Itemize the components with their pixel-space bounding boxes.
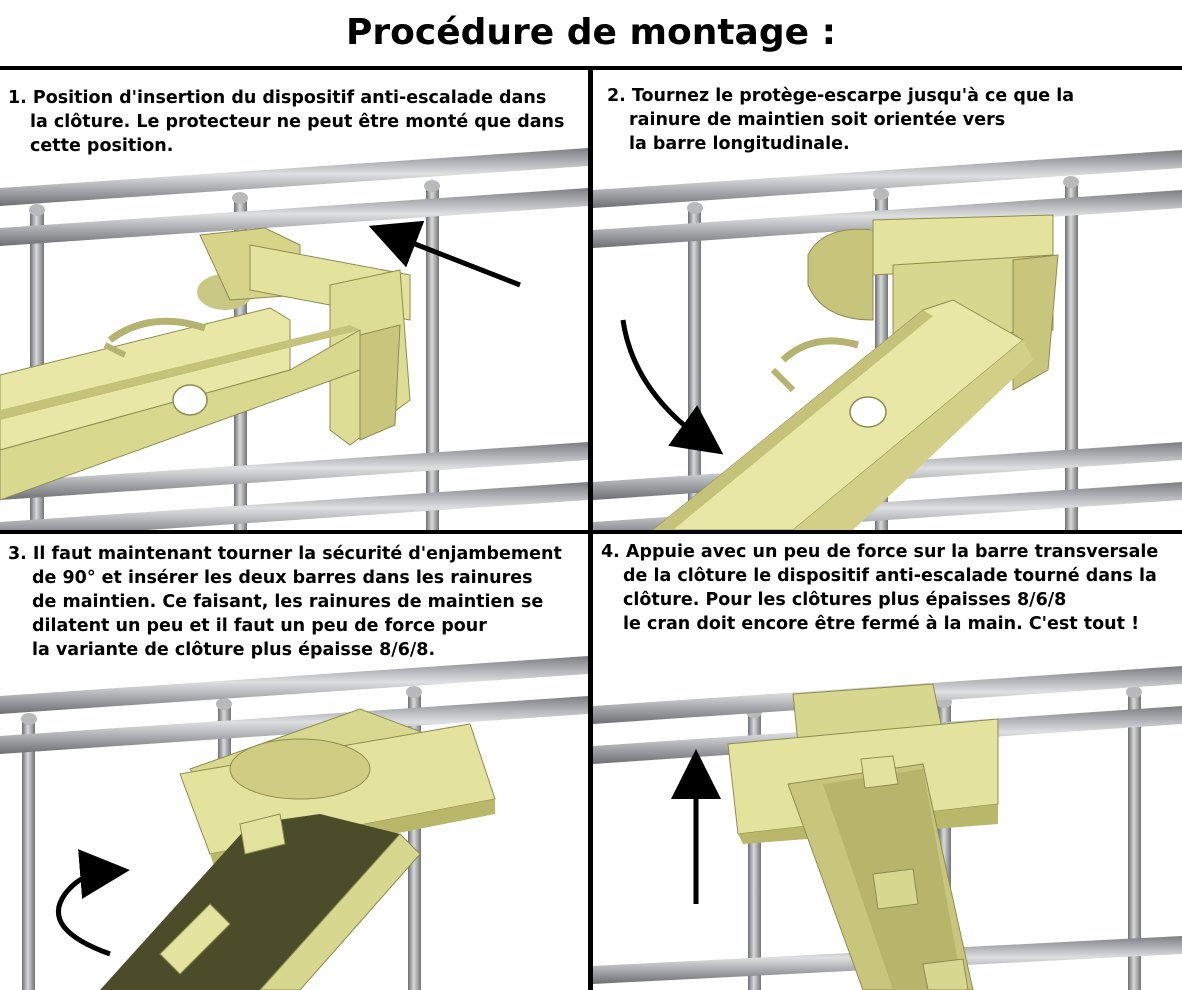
step-2-line-1: 2. Tournez le protège-escarpe jusqu'à ce… (607, 86, 1075, 106)
page-title: Procédure de montage : (346, 12, 836, 53)
step-1-text: 1. Position d'insertion du dispositif an… (8, 86, 564, 158)
step-3-illustration (0, 656, 588, 990)
step-3-line-1: 3. Il faut maintenant tourner la sécurit… (8, 544, 562, 564)
step-2-illustration (593, 150, 1182, 530)
step-4-illustration (593, 666, 1182, 990)
arrow-up-left (368, 220, 521, 288)
anti-climb-device (727, 683, 999, 990)
step-2-line-3: la barre longitudinale. (629, 134, 850, 154)
step-4-line-1: 4. Appuie avec un peu de force sur la ba… (601, 542, 1159, 562)
anti-climb-device (0, 227, 411, 501)
step-3-line-5: la variante de clôture plus épaisse 8/6/… (32, 640, 436, 660)
step-panel-1: 1. Position d'insertion du dispositif an… (0, 70, 588, 530)
step-panel-2: 2. Tournez le protège-escarpe jusqu'à ce… (593, 70, 1182, 530)
arrow-curved-down (620, 319, 724, 455)
step-1-line-2: la clôture. Le protecteur ne peut être m… (30, 112, 565, 132)
step-3-line-4: dilatent un peu et il faut un peu de for… (32, 616, 487, 636)
step-panel-3: 3. Il faut maintenant tourner la sécurit… (0, 534, 588, 990)
step-1-illustration (0, 148, 588, 530)
step-4-text: 4. Appuie avec un peu de force sur la ba… (601, 540, 1158, 636)
anti-climb-device (652, 214, 1059, 530)
step-3-line-2: de 90° et insérer les deux barres dans l… (32, 568, 533, 588)
step-2-line-2: rainure de maintien soit orientée vers (629, 110, 1006, 130)
frame-center-divider (588, 66, 593, 990)
step-1-line-1: 1. Position d'insertion du dispositif an… (8, 88, 547, 108)
step-1-line-3: cette position. (30, 136, 174, 156)
anti-climb-device (100, 708, 496, 990)
step-3-text: 3. Il faut maintenant tourner la sécurit… (8, 542, 562, 662)
step-2-text: 2. Tournez le protège-escarpe jusqu'à ce… (607, 84, 1074, 156)
step-4-line-4: le cran doit encore être fermé à la main… (623, 614, 1140, 634)
step-4-line-2: de la clôture le dispositif anti-escalad… (623, 566, 1157, 586)
step-4-line-3: clôture. Pour les clôtures plus épaisses… (623, 590, 1067, 610)
step-panel-4: 4. Appuie avec un peu de force sur la ba… (593, 534, 1182, 990)
arrow-curved-up (55, 849, 130, 957)
step-3-line-3: de maintien. Ce faisant, les rainures de… (32, 592, 544, 612)
